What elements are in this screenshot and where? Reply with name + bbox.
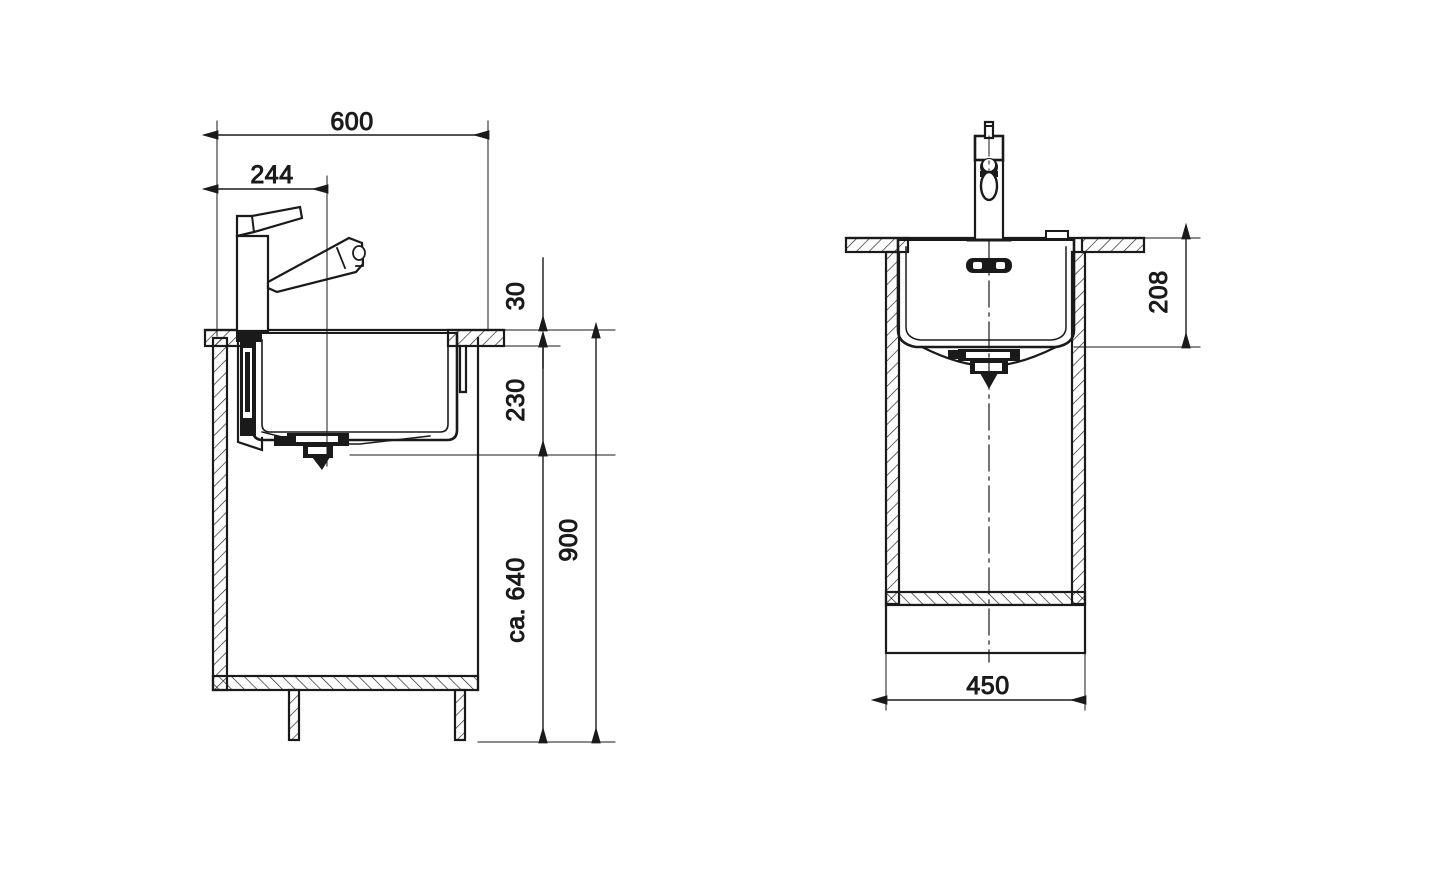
cabinet-legs xyxy=(287,688,467,742)
dimension-450-label: 450 xyxy=(966,672,1009,700)
dimension-208: 208 xyxy=(1145,222,1191,349)
front-cabinet-bottom-panel xyxy=(884,590,1087,607)
sink-overflow-assembly xyxy=(236,332,264,452)
front-elevation-view: 208 450 xyxy=(844,120,1201,711)
drain-waste-assembly xyxy=(274,433,349,470)
dimension-640-label: ca. 640 xyxy=(502,557,530,643)
dimension-230-label: 230 xyxy=(502,378,530,421)
faucet-side-profile xyxy=(235,205,366,333)
front-accessory-fitting xyxy=(1045,230,1069,240)
worktop-right-edge xyxy=(458,344,468,394)
dimension-244: 244 xyxy=(201,161,329,194)
dimension-600: 600 xyxy=(201,108,490,140)
dimension-244-label: 244 xyxy=(250,161,293,189)
dimension-900-label: 900 xyxy=(555,518,583,561)
dimension-230: 230 xyxy=(502,330,548,457)
front-drain-assembly xyxy=(920,345,1058,389)
dimension-450: 450 xyxy=(870,672,1087,705)
cabinet-bottom-panel xyxy=(211,674,480,692)
front-cabinet-plinth xyxy=(884,603,1087,655)
front-dimension-extension-lines xyxy=(885,237,1201,711)
dimension-900: 900 xyxy=(555,321,601,744)
dimension-640: ca. 640 xyxy=(502,439,548,744)
side-elevation-view: 600 244 30 230 ca. 640 900 xyxy=(201,108,616,744)
dimension-30-label: 30 xyxy=(502,282,530,311)
cabinet-left-wall xyxy=(211,336,229,692)
dimension-600-label: 600 xyxy=(330,108,373,136)
dimension-208-label: 208 xyxy=(1145,270,1173,313)
